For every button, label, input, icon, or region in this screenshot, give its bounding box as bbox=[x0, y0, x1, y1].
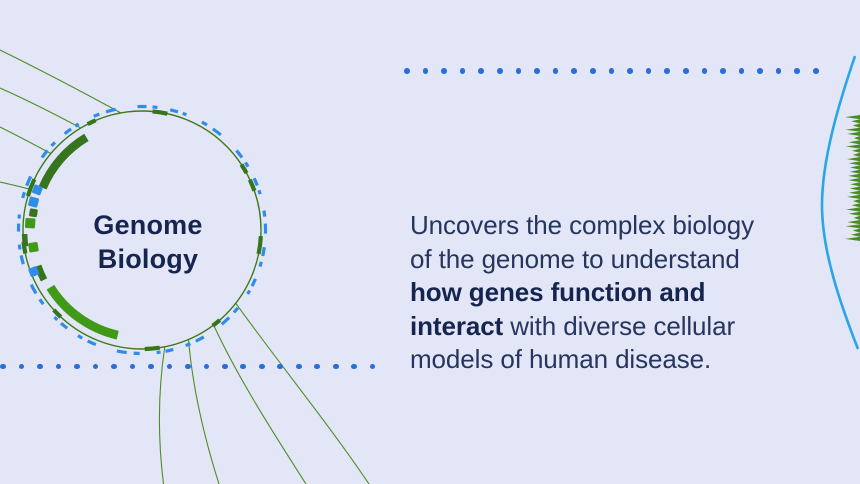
ring-arc-bright bbox=[46, 284, 119, 340]
ring-arc-dark bbox=[38, 133, 89, 190]
dot bbox=[240, 363, 247, 370]
dot bbox=[571, 68, 577, 74]
ring-dash-green bbox=[20, 108, 264, 352]
chord-line bbox=[0, 87, 81, 129]
dot bbox=[459, 68, 466, 74]
ring-square bbox=[28, 242, 39, 253]
dot bbox=[332, 363, 339, 370]
description-bold-segment: interact bbox=[410, 310, 504, 341]
ring-arc-dark-short bbox=[34, 264, 48, 282]
dot bbox=[185, 363, 191, 370]
dot bbox=[478, 68, 484, 74]
chord-line bbox=[235, 302, 370, 484]
dot bbox=[148, 363, 154, 370]
dot bbox=[738, 68, 745, 74]
right-circle-arc bbox=[820, 55, 860, 350]
dot bbox=[720, 68, 726, 74]
ring-squares bbox=[24, 184, 43, 277]
ring-square bbox=[24, 217, 36, 229]
ring-square bbox=[28, 266, 40, 277]
description-line: Uncovers the complex biology bbox=[410, 209, 830, 243]
description-line: interact with diverse cellular bbox=[410, 310, 830, 344]
dot bbox=[18, 363, 25, 370]
label-line-1: Genome bbox=[93, 210, 203, 240]
chord-lines-topleft bbox=[0, 49, 122, 190]
dot bbox=[757, 68, 763, 74]
chord-line bbox=[213, 324, 307, 484]
dot bbox=[682, 68, 689, 74]
right-circle-decoration bbox=[820, 55, 860, 350]
dot bbox=[258, 363, 265, 370]
dot bbox=[404, 68, 410, 74]
dot bbox=[129, 363, 136, 370]
dot bbox=[314, 363, 321, 370]
description-segment: with diverse cellular bbox=[503, 310, 736, 341]
dot bbox=[813, 68, 819, 74]
dot bbox=[589, 68, 596, 74]
dot bbox=[203, 363, 210, 370]
ring-outline bbox=[22, 110, 262, 350]
description-line: models of human disease. bbox=[410, 343, 830, 377]
dot bbox=[627, 68, 633, 74]
dot bbox=[775, 68, 782, 74]
ring-dash-blue bbox=[16, 104, 268, 356]
dot bbox=[441, 68, 447, 74]
dotted-line-top bbox=[404, 68, 819, 74]
description-segment: of the genome to understand bbox=[410, 243, 740, 274]
dot bbox=[701, 68, 708, 74]
dot bbox=[496, 68, 503, 74]
genome-biology-label: Genome Biology bbox=[93, 208, 202, 276]
dot bbox=[111, 363, 117, 370]
dotted-line-bottom bbox=[0, 363, 376, 370]
dot bbox=[166, 363, 173, 370]
description-segment: Uncovers the complex biology bbox=[410, 210, 755, 240]
ring-square bbox=[29, 208, 38, 218]
dot bbox=[664, 68, 670, 74]
chord-line bbox=[187, 339, 220, 484]
dot bbox=[515, 68, 522, 74]
description-line: of the genome to understand bbox=[410, 243, 830, 277]
ring-square bbox=[32, 184, 43, 196]
ring-arc-dark-dash bbox=[21, 233, 29, 247]
dot bbox=[277, 363, 284, 370]
dot bbox=[351, 363, 357, 370]
chord-line bbox=[0, 181, 31, 190]
genome-circle-ring bbox=[16, 104, 268, 356]
chord-lines-bottom bbox=[158, 302, 370, 484]
dot bbox=[55, 363, 62, 370]
dot bbox=[92, 363, 99, 370]
description-segment: models of human disease. bbox=[410, 344, 712, 375]
dot bbox=[608, 68, 615, 74]
label-line-2: Biology bbox=[97, 244, 199, 274]
ring-square bbox=[28, 196, 39, 208]
dot bbox=[534, 68, 540, 74]
dot bbox=[794, 68, 801, 74]
chord-line bbox=[0, 126, 52, 154]
dot bbox=[552, 68, 559, 74]
dot bbox=[369, 363, 376, 370]
chord-line bbox=[158, 346, 166, 484]
dot bbox=[222, 363, 228, 370]
description-line: how genes function and bbox=[410, 276, 830, 310]
description-bold-segment: how genes function and bbox=[410, 277, 706, 308]
right-spiky-ring-icon bbox=[845, 115, 860, 241]
dot bbox=[295, 363, 302, 370]
dot bbox=[0, 363, 6, 370]
dot bbox=[37, 363, 43, 370]
dot bbox=[645, 68, 652, 74]
chord-line bbox=[0, 49, 122, 114]
dot bbox=[74, 363, 80, 370]
dot bbox=[422, 68, 429, 74]
